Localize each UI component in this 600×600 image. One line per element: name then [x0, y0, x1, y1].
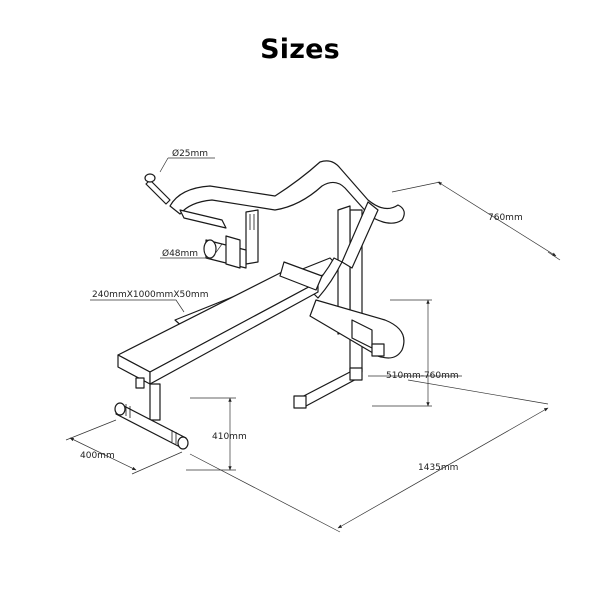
depth-label: 760mm [488, 213, 523, 223]
pad-size-label: 240mmX1000mmX50mm [92, 290, 208, 300]
height-range-label: 510mm-760mm [386, 371, 459, 381]
foot-width-label: 400mm [80, 451, 115, 461]
seat-height-label: 410mm [212, 432, 247, 442]
bar-diameter-label: Ø25mm [172, 148, 208, 159]
tube-diameter-label: Ø48mm [162, 248, 198, 259]
dimension-lines [65, 157, 561, 533]
page-title: Sizes [260, 34, 340, 65]
bench-illustration [114, 160, 405, 450]
length-label: 1435mm [418, 463, 458, 473]
